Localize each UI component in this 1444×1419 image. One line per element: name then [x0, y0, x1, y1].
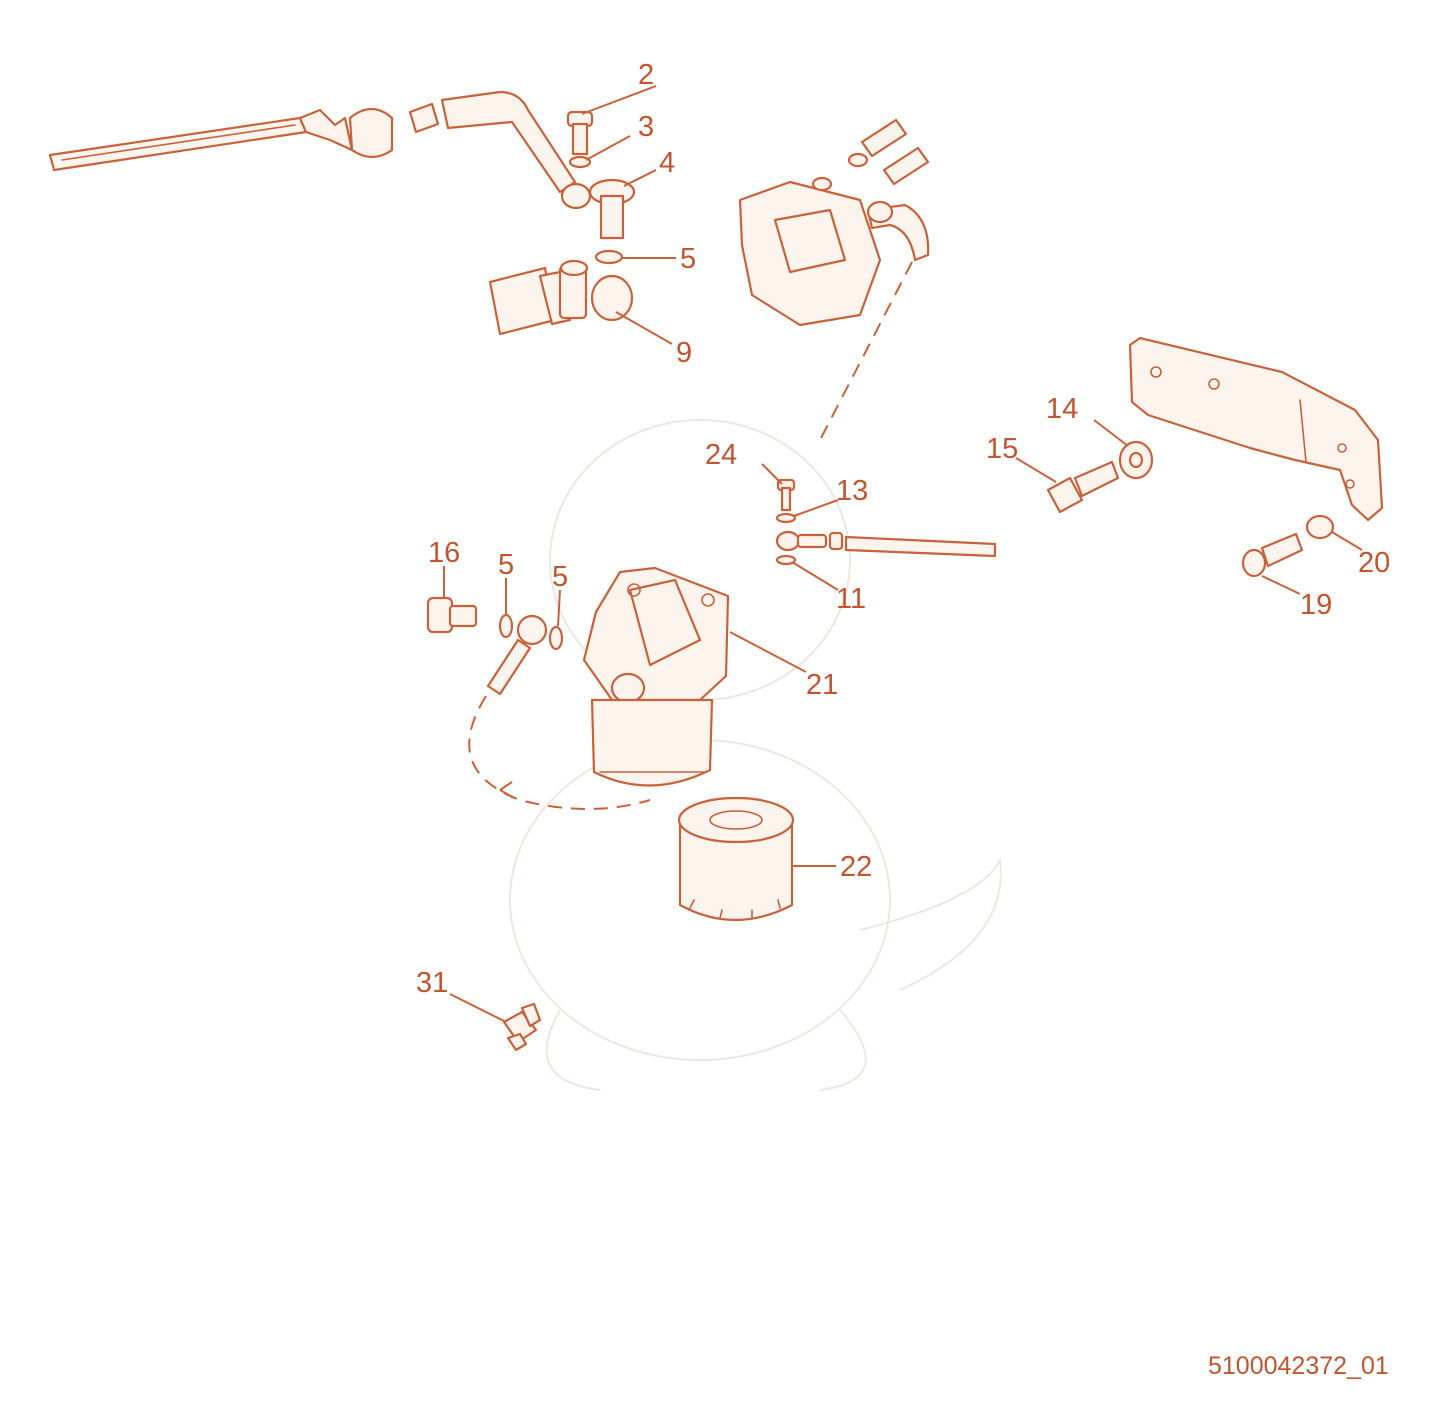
fuel-pipe-top — [48, 90, 577, 194]
bolt-19 — [1241, 532, 1304, 578]
callout-21: 21 — [806, 669, 838, 701]
filter-element-22 — [677, 796, 795, 922]
connector-block-9 — [488, 259, 634, 336]
washer-11 — [775, 554, 797, 566]
callout-22: 22 — [840, 851, 872, 883]
washer-5 — [594, 249, 624, 265]
fuel-filter-21 — [582, 566, 730, 787]
washer-20 — [1305, 514, 1335, 540]
hollow-screw-16 — [426, 596, 478, 634]
callout-16: 16 — [428, 537, 460, 569]
callout-15: 15 — [986, 433, 1018, 465]
hollow-bolt-4 — [588, 178, 636, 240]
callout-4: 4 — [659, 147, 675, 179]
callout-5-left: 5 — [498, 549, 514, 581]
callout-31: 31 — [416, 967, 448, 999]
drawing-number: 5100042372_01 — [1208, 1352, 1389, 1380]
callout-24: 24 — [705, 439, 737, 471]
callout-5: 5 — [680, 243, 696, 275]
washer-5-left — [498, 613, 514, 639]
callout-20: 20 — [1358, 547, 1390, 579]
inlet-fitting — [486, 614, 548, 696]
callout-numbers: 2 3 4 5 9 24 13 11 14 15 20 19 16 5 5 21… — [416, 59, 1390, 999]
banjo-fitting — [560, 182, 592, 210]
banjo-bolt-2 — [566, 110, 594, 156]
callout-19: 19 — [1300, 589, 1332, 621]
injection-pump — [738, 118, 930, 327]
callout-5-right: 5 — [552, 561, 568, 593]
bolt-24 — [776, 478, 796, 512]
washer-3 — [568, 155, 592, 169]
return-pipe-fitting — [775, 530, 997, 558]
washer-13 — [775, 512, 797, 524]
washer-5-right — [548, 625, 564, 651]
callout-13: 13 — [836, 475, 868, 507]
bleed-screw-31 — [502, 1002, 542, 1052]
callout-11: 11 — [836, 583, 866, 615]
callout-9: 9 — [676, 337, 692, 369]
callout-2: 2 — [638, 59, 654, 91]
fuel-route-dashed-upper — [819, 261, 913, 441]
watermark-figure — [509, 419, 1002, 1091]
mounting-bracket — [1128, 336, 1384, 522]
callout-3: 3 — [638, 111, 654, 143]
leader-lines — [443, 85, 1363, 1023]
bolt-15 — [1046, 460, 1120, 514]
callout-14: 14 — [1046, 393, 1078, 425]
